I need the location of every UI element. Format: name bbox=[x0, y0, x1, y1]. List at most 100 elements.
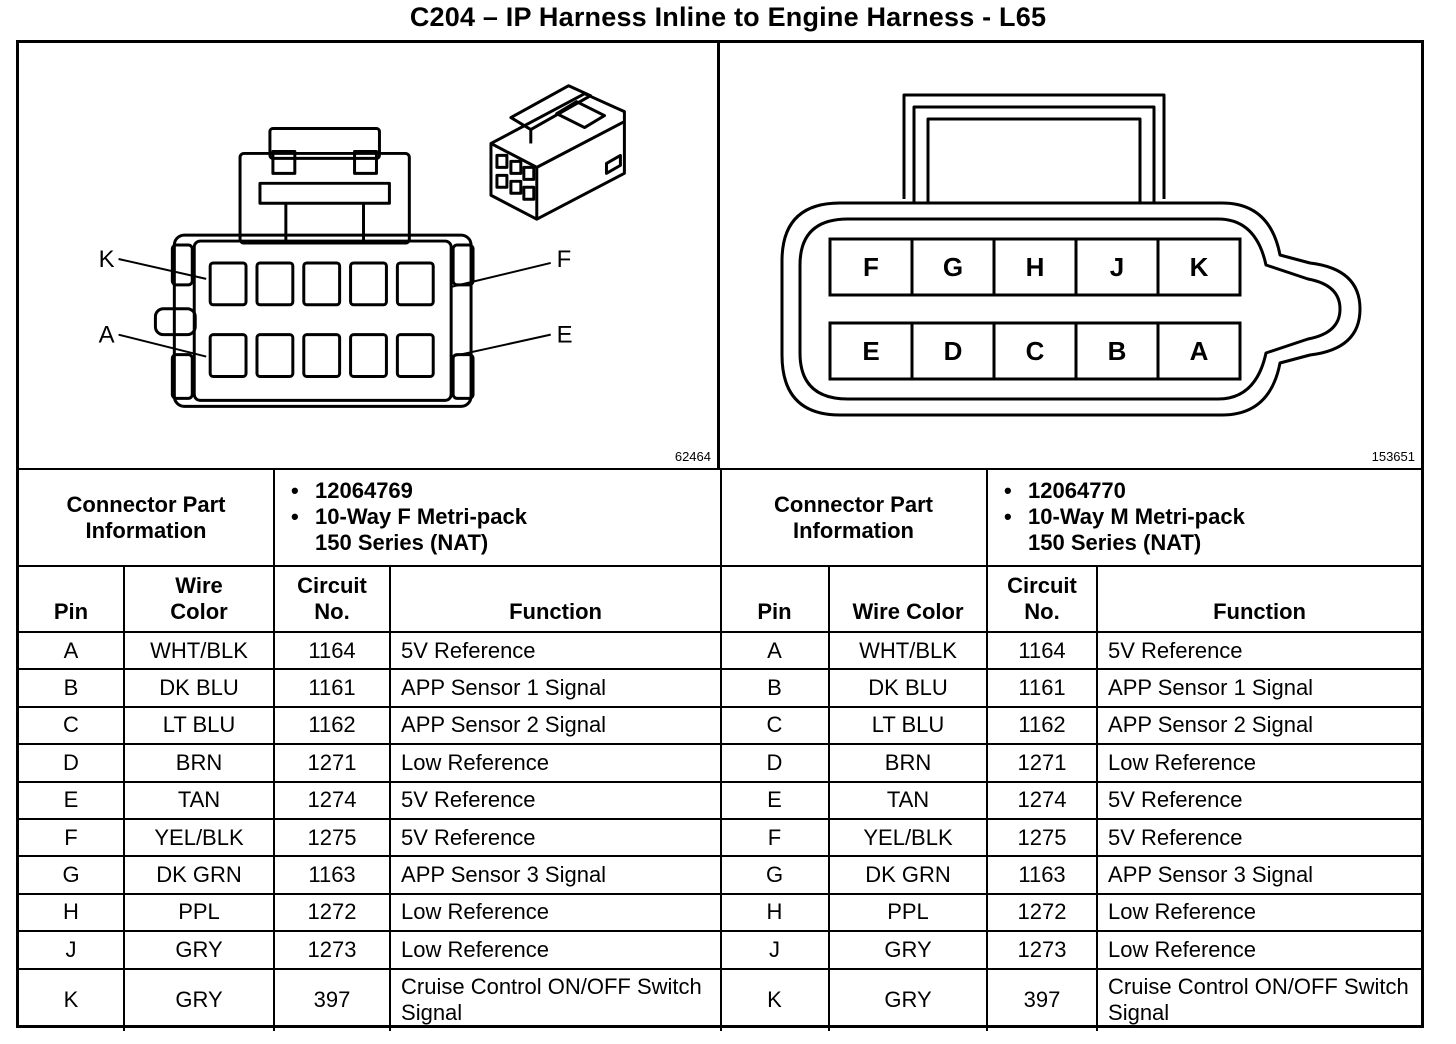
function-cell: Cruise Control ON/OFF Switch Signal bbox=[1096, 967, 1422, 1031]
wire-color-cell: DK GRN bbox=[122, 855, 276, 895]
terminal-b: B bbox=[1074, 321, 1160, 381]
svg-text:B: B bbox=[1108, 336, 1127, 366]
svg-text:F: F bbox=[863, 252, 879, 282]
terminal-f: F bbox=[828, 237, 914, 297]
terminal-e: E bbox=[828, 321, 914, 381]
wire-color-cell: DK BLU bbox=[122, 668, 276, 708]
circuit-cell: 1162 bbox=[273, 705, 392, 746]
circuit-cell: 1161 bbox=[273, 668, 392, 708]
pin-cell: G bbox=[721, 855, 830, 895]
header-circuit-line1: Circuit bbox=[297, 573, 367, 598]
pin-cell: J bbox=[19, 930, 125, 970]
function-cell: APP Sensor 2 Signal bbox=[389, 705, 723, 746]
callout-k: K bbox=[99, 246, 115, 273]
wire-color-cell: BRN bbox=[827, 743, 989, 783]
circuit-cell: 1164 bbox=[986, 630, 1099, 671]
function-cell: Low Reference bbox=[389, 892, 723, 933]
wire-color-cell: WHT/BLK bbox=[122, 630, 276, 671]
circuit-cell: 1274 bbox=[986, 780, 1099, 820]
function-cell: Low Reference bbox=[389, 930, 723, 970]
female-connector-drawing: K F A E bbox=[99, 84, 626, 408]
header-pin: Pin bbox=[721, 565, 830, 632]
wire-color-cell: PPL bbox=[827, 892, 989, 933]
connector-part-details: 12064770 10-Way M Metri-pack 150 Series … bbox=[986, 468, 1422, 567]
pin-cell: E bbox=[721, 780, 830, 820]
wire-color-cell: GRY bbox=[122, 967, 276, 1031]
function-cell: APP Sensor 1 Signal bbox=[389, 668, 723, 708]
part-desc-line1: 10-Way M Metri-pack bbox=[1004, 504, 1411, 530]
function-cell: 5V Reference bbox=[389, 780, 723, 820]
part-number: 12064770 bbox=[1004, 478, 1411, 504]
terminal-g: G bbox=[910, 237, 996, 297]
page-title: C204 – IP Harness Inline to Engine Harne… bbox=[409, 2, 1047, 32]
function-cell: Low Reference bbox=[389, 743, 723, 783]
callout-e: E bbox=[557, 322, 573, 349]
wire-color-cell: YEL/BLK bbox=[827, 817, 989, 858]
svg-text:G: G bbox=[943, 252, 963, 282]
wire-color-cell: DK GRN bbox=[827, 855, 989, 895]
circuit-cell: 1273 bbox=[273, 930, 392, 970]
function-cell: 5V Reference bbox=[1096, 780, 1422, 820]
pin-cell: F bbox=[721, 817, 830, 858]
connector-info-row: Connector Part Information 12064769 10-W… bbox=[19, 468, 723, 567]
pin-cell: K bbox=[19, 967, 125, 1031]
wire-color-cell: TAN bbox=[122, 780, 276, 820]
terminal-c: C bbox=[992, 321, 1078, 381]
terminal-h: H bbox=[992, 237, 1078, 297]
header-circuit-line2: No. bbox=[314, 599, 350, 624]
svg-text:K: K bbox=[1190, 252, 1209, 282]
circuit-cell: 397 bbox=[273, 967, 392, 1031]
circuit-cell: 1272 bbox=[986, 892, 1099, 933]
callout-a: A bbox=[99, 322, 115, 349]
pin-cell: C bbox=[721, 705, 830, 746]
circuit-cell: 1271 bbox=[273, 743, 392, 783]
wire-color-cell: DK BLU bbox=[827, 668, 989, 708]
pin-cell: G bbox=[19, 855, 125, 895]
header-wire-color-line2: Color bbox=[170, 599, 228, 624]
function-cell: 5V Reference bbox=[389, 630, 723, 671]
callout-f: F bbox=[557, 246, 572, 273]
pin-cell: A bbox=[19, 630, 125, 671]
connector-info-row: Connector Part Information 12064770 10-W… bbox=[721, 468, 1422, 567]
wire-color-cell: TAN bbox=[827, 780, 989, 820]
circuit-cell: 1163 bbox=[273, 855, 392, 895]
terminal-a: A bbox=[1156, 321, 1242, 381]
header-function: Function bbox=[389, 565, 723, 632]
terminal-j: J bbox=[1074, 237, 1160, 297]
connector-info-label: Connector Part Information bbox=[721, 468, 989, 567]
wire-color-cell: LT BLU bbox=[827, 705, 989, 746]
connector-part-details: 12064769 10-Way F Metri-pack 150 Series … bbox=[273, 468, 723, 567]
function-cell: APP Sensor 2 Signal bbox=[1096, 705, 1422, 746]
wire-color-cell: GRY bbox=[122, 930, 276, 970]
svg-text:E: E bbox=[862, 336, 879, 366]
pin-cell: B bbox=[721, 668, 830, 708]
figure-id: 62464 bbox=[674, 449, 711, 464]
pin-cell: F bbox=[19, 817, 125, 858]
pin-cell: A bbox=[721, 630, 830, 671]
svg-text:D: D bbox=[944, 336, 963, 366]
part-number: 12064769 bbox=[291, 478, 710, 504]
